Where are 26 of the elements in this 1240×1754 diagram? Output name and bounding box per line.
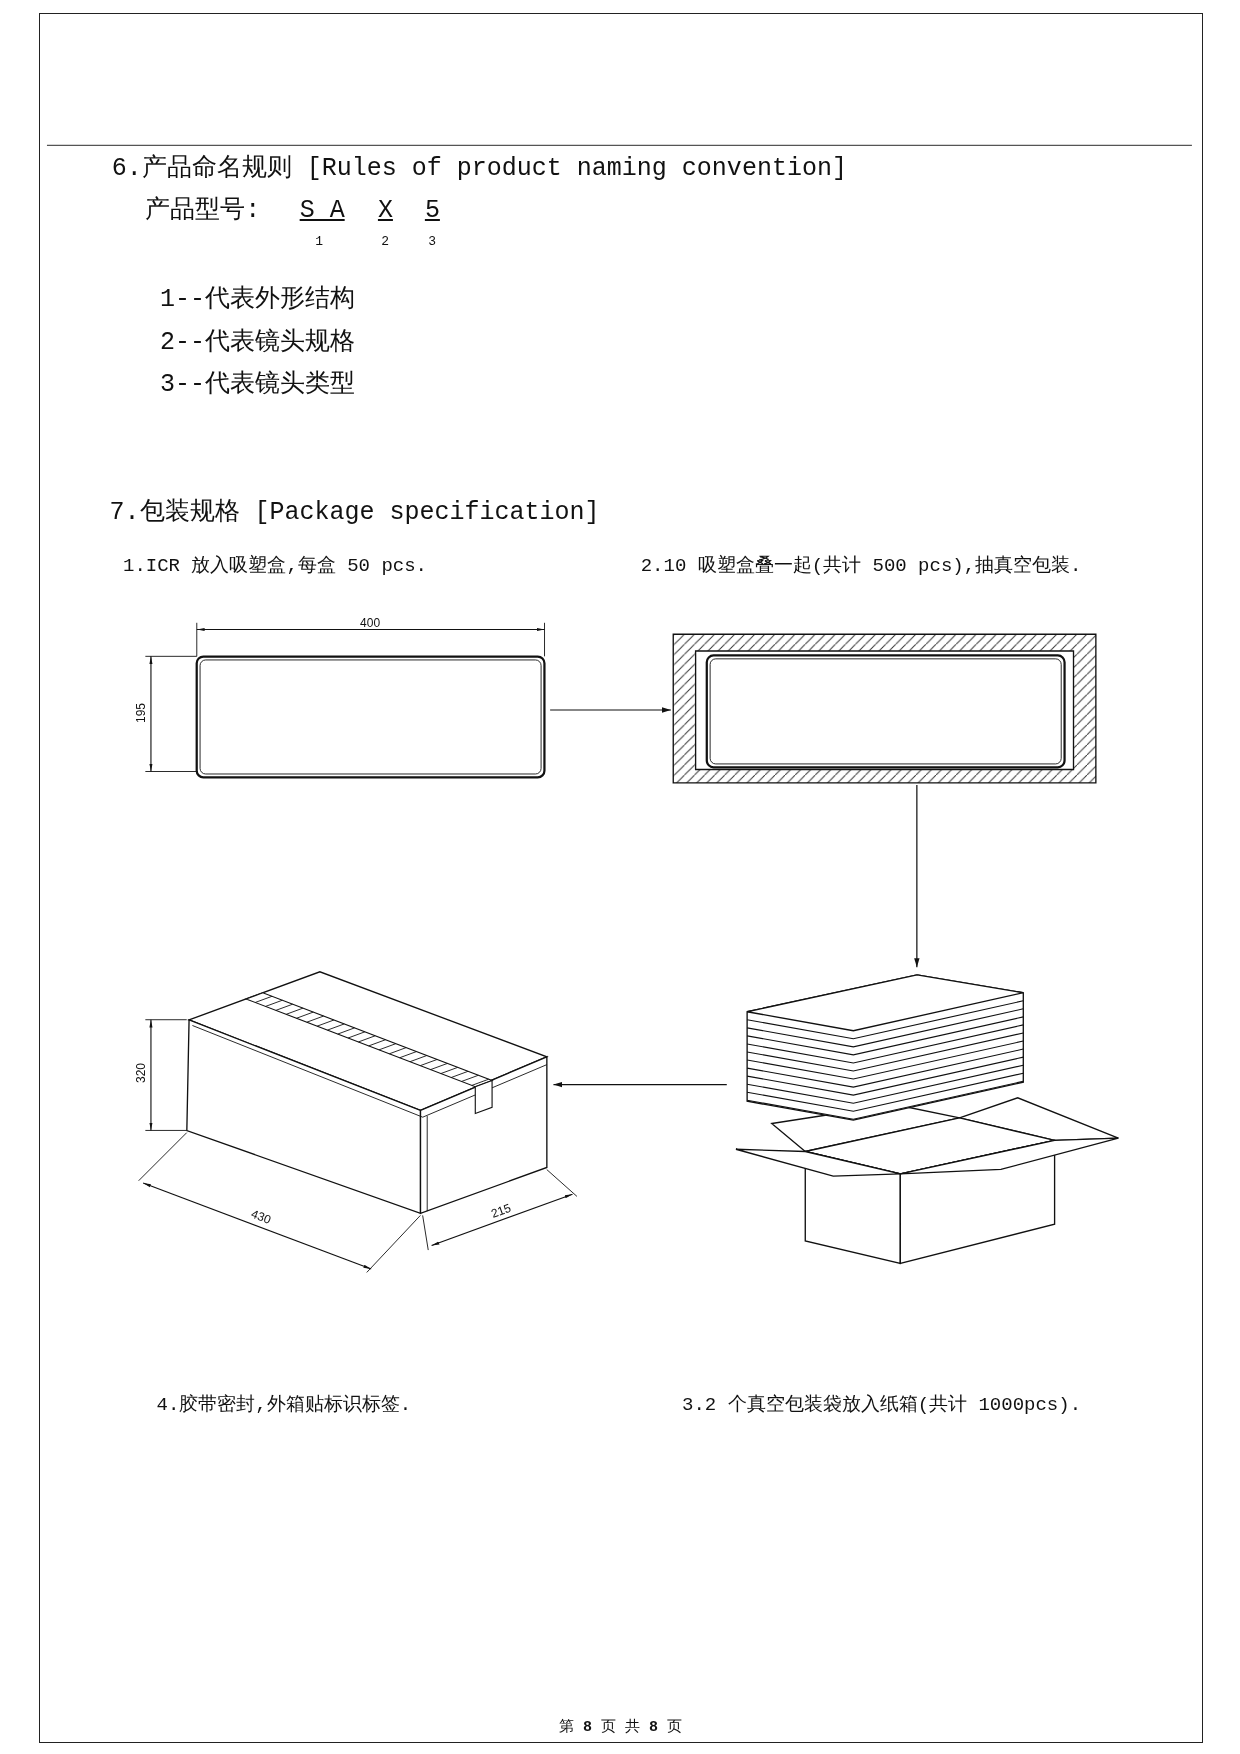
arrow xyxy=(552,1081,728,1088)
step-caption: 2.10 吸塑盒叠一起(共计 500 pcs),抽真空包装. xyxy=(640,554,1082,578)
section-heading: 7.包装规格 [Package specification] xyxy=(109,497,600,528)
dimension-value: 195 xyxy=(133,703,149,724)
model-code: S A xyxy=(299,195,345,226)
arrow xyxy=(914,784,920,968)
page-number: 第 8 页 共 8 页 xyxy=(559,1718,683,1737)
model-code: 5 xyxy=(424,195,440,226)
section-heading: 6.产品命名规则 [Rules of product naming convention] xyxy=(111,154,847,185)
list-item: 2--代表镜头规格 xyxy=(159,327,355,358)
digit-index: 2 xyxy=(381,233,390,250)
step-caption: 1.ICR 放入吸塑盒,每盒 50 pcs. xyxy=(123,554,427,578)
model-code: X xyxy=(377,195,393,226)
list-item: 1--代表外形结构 xyxy=(159,285,355,316)
step-caption: 3.2 个真空包装袋放入纸箱(共计 1000pcs). xyxy=(682,1394,1082,1418)
list-item: 3--代表镜头类型 xyxy=(159,370,355,401)
digit-index: 3 xyxy=(428,233,437,250)
digit-index: 1 xyxy=(315,233,324,250)
model-label: 产品型号: xyxy=(145,195,261,226)
vacuum-bag-drawing xyxy=(670,631,1098,785)
arrow xyxy=(549,707,672,713)
dimension-value: 430 xyxy=(248,1206,273,1227)
step-caption: 4.胶带密封,外箱贴标识标签. xyxy=(156,1394,412,1418)
dimension-value: 215 xyxy=(489,1200,513,1222)
dimension-value: 400 xyxy=(360,615,381,630)
dimension-value: 320 xyxy=(133,1063,149,1084)
